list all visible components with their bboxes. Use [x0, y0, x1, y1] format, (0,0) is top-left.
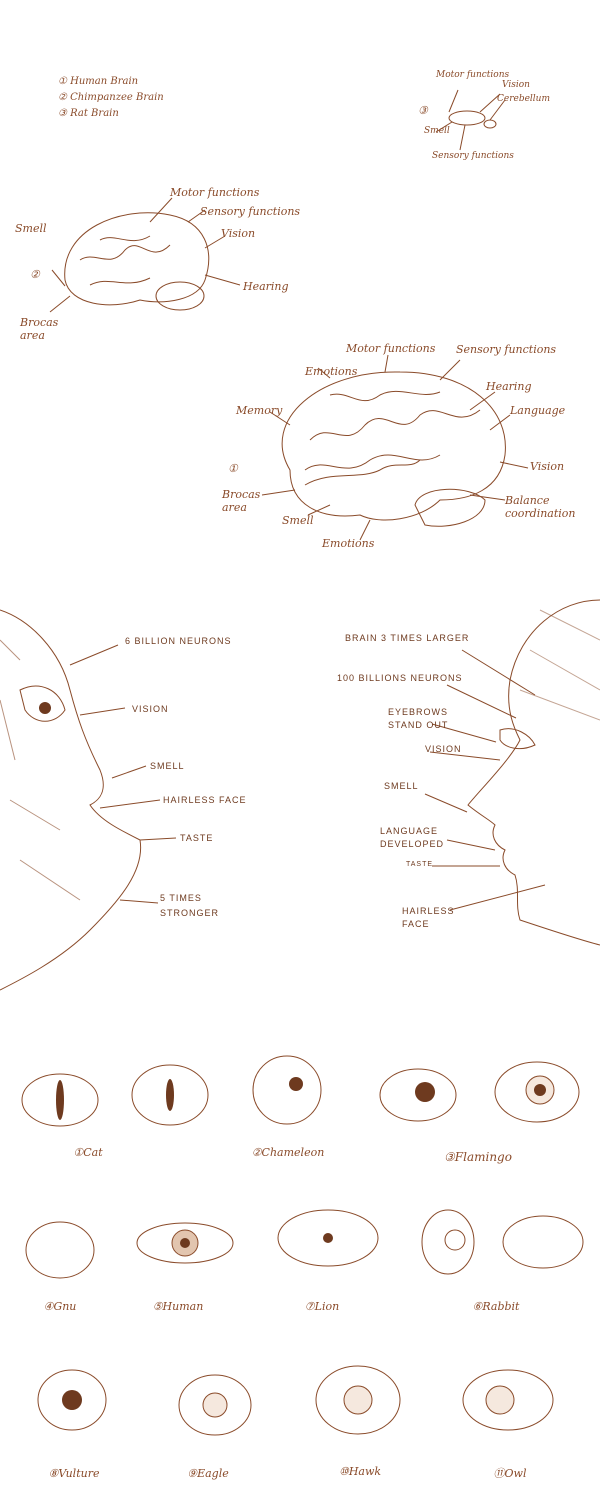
eye-drawings: [22, 1056, 583, 1435]
rat-label-motor: Motor functions: [436, 70, 509, 80]
chimp-face-label: VISION: [132, 704, 169, 714]
human-label-hearing: Hearing: [486, 380, 532, 393]
human-brain-number: ①: [228, 462, 238, 475]
human-face-label: LANGUAGE DEVELOPED: [380, 825, 460, 851]
human-label-broca: Brocas area: [222, 488, 272, 514]
eye-caption-gnu: ④Gnu: [20, 1300, 100, 1313]
eye-caption-hawk: ⑩Hawk: [320, 1465, 400, 1478]
rat-label-cerebellum: Cerebellum: [497, 94, 550, 104]
eye-caption-flamingo: ③Flamingo: [438, 1150, 518, 1164]
human-label-memory: Memory: [236, 404, 282, 417]
rat-label-sensory: Sensory functions: [432, 151, 514, 161]
eye-caption-human: ⑤Human: [138, 1300, 218, 1313]
eye-caption-cat: ①Cat: [48, 1146, 128, 1159]
chimp-face-label: HAIRLESS FACE: [163, 795, 247, 805]
human-face-label: 100 BILLIONS NEURONS: [337, 673, 463, 683]
rat-label-vision: Vision: [502, 80, 530, 90]
human-label-language: Language: [510, 404, 565, 417]
chimp-label-broca: Brocas area: [20, 316, 70, 342]
chimp-brain-number: ②: [30, 268, 40, 281]
human-face-label: SMELL: [384, 781, 419, 791]
human-face-label: TASTE: [406, 861, 433, 868]
human-face-drawing: [425, 600, 600, 945]
chimp-face-label: 5 TIMES STRONGER: [160, 891, 240, 921]
chimp-face-label: 6 BILLION NEURONS: [125, 636, 232, 646]
eye-caption-lion: ⑦Lion: [282, 1300, 362, 1313]
human-face-label: EYEBROWS STAND OUT: [388, 706, 468, 732]
human-label-emotions-bottom: Emotions: [322, 537, 374, 550]
rat-brain-drawing: [436, 90, 505, 150]
human-label-emotions-top: Emotions: [305, 365, 357, 378]
chimp-label-smell: Smell: [15, 222, 47, 235]
human-label-smell: Smell: [282, 514, 314, 527]
eye-caption-owl: ⑪Owl: [470, 1465, 550, 1481]
human-face-label: BRAIN 3 TIMES LARGER: [345, 633, 469, 643]
human-face-label: VISION: [425, 744, 462, 754]
human-label-sensory: Sensory functions: [456, 343, 556, 356]
chimp-face-label: TASTE: [180, 833, 213, 843]
chimp-label-motor: Motor functions: [170, 186, 259, 199]
chimp-label-sensory: Sensory functions: [200, 205, 300, 218]
eye-caption-eagle: ⑨Eagle: [168, 1467, 248, 1480]
chimp-face-drawing: [0, 610, 176, 990]
rat-label-smell: Smell: [424, 126, 450, 136]
chimp-label-hearing: Hearing: [243, 280, 289, 293]
eye-caption-chameleon: ②Chameleon: [248, 1146, 328, 1159]
human-label-motor: Motor functions: [346, 342, 435, 355]
human-face-label: HAIRLESS FACE: [402, 905, 462, 931]
chimp-face-label: SMELL: [150, 761, 185, 771]
human-label-vision: Vision: [530, 460, 564, 473]
human-label-balance: Balance coordination: [505, 494, 575, 520]
eye-caption-rabbit: ⑥Rabbit: [456, 1300, 536, 1313]
rat-brain-number: ③: [418, 104, 428, 117]
chimp-label-vision: Vision: [221, 227, 255, 240]
eye-caption-vulture: ⑧Vulture: [34, 1467, 114, 1480]
